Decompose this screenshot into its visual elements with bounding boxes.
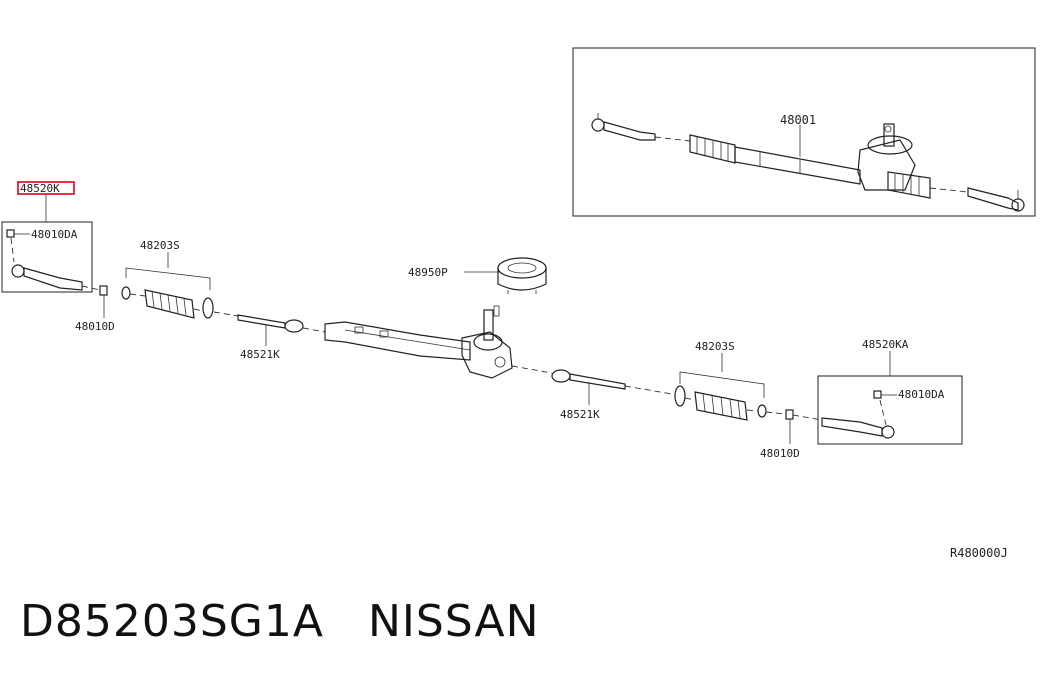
right-tie-rod-end-group: 48520KA 48010DA [792,338,963,445]
label-tie-rod-inner-right: 48521K [560,408,600,421]
diagram-code: R480000J [950,546,1008,560]
label-nut-left-bottom: 48010D [75,320,115,333]
label-boot-right: 48203S [695,340,735,353]
label-boot-left: 48203S [140,239,180,252]
left-tie-rod-end-group: 48520K 48010DA [1,181,101,293]
bushing-group: 48950P [408,257,547,294]
label-assembly: 48001 [780,113,816,127]
rack-housing [324,305,513,379]
label-nut-left-top: 48010DA [31,228,78,241]
brand-name: NISSAN [367,596,540,647]
left-boot-group: 48203S [121,239,214,319]
footer: D85203SG1A NISSAN [20,596,540,647]
left-lower-nut: 48010D [75,285,115,333]
label-tie-rod-inner-left: 48521K [240,348,280,361]
right-inner-tie-rod: 48521K [511,365,673,421]
left-inner-tie-rod: 48521K [213,311,326,361]
label-nut-right-top: 48010DA [898,388,945,401]
part-number: D85203SG1A [20,596,324,647]
label-tie-rod-end-right: 48520KA [862,338,909,351]
label-tie-rod-end-left: 48520K [20,182,60,195]
right-lower-nut: 48010D [760,409,800,460]
label-bushing: 48950P [408,266,448,279]
label-nut-right-bottom: 48010D [760,447,800,460]
right-boot-group: 48203S [674,340,767,421]
assembly-inset: 48001 [572,47,1036,217]
